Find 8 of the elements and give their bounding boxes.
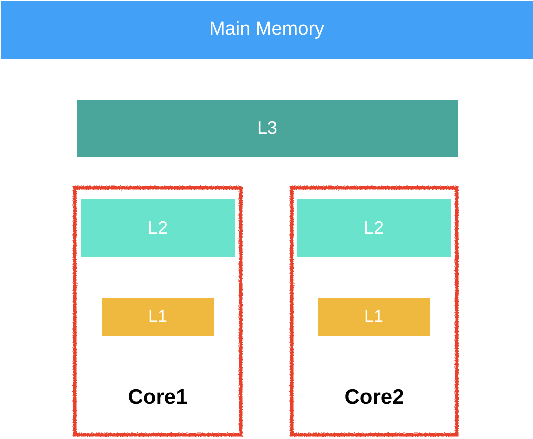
cache-block: L1 (318, 298, 430, 336)
memory-bar: Main Memory (1, 1, 533, 59)
cache-bar: L3 (77, 100, 458, 157)
cache-block: L2 (81, 199, 235, 257)
core-label: Core1 (127, 386, 189, 410)
cache-block: L1 (102, 298, 214, 336)
core-label: Core2 (344, 386, 406, 410)
cache-block: L2 (297, 199, 451, 257)
